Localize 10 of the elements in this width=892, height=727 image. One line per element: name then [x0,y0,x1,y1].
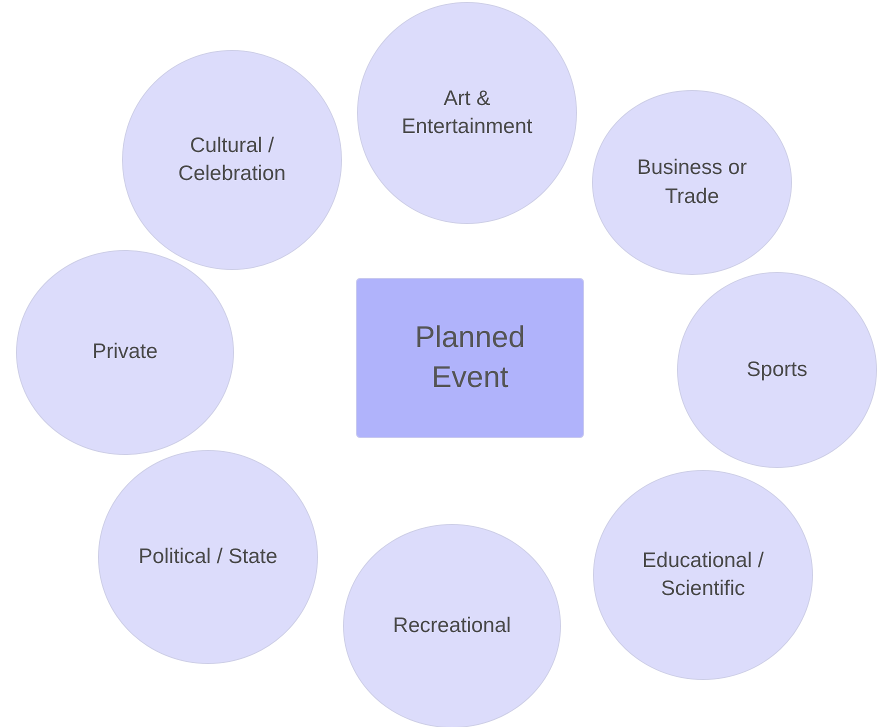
central-box [356,278,584,438]
category-label: Art & Entertainment [400,86,534,140]
category-label: Recreational [393,612,511,639]
category-label: Cultural / Celebration [177,132,287,187]
central-label: Planned Event [414,320,526,396]
category-label: Educational / Scientific [641,548,765,602]
category-label: Political / State [138,544,278,570]
category-label: Sports [746,356,808,383]
category-label: Business or Trade [636,155,748,210]
category-label: Private [92,339,158,366]
